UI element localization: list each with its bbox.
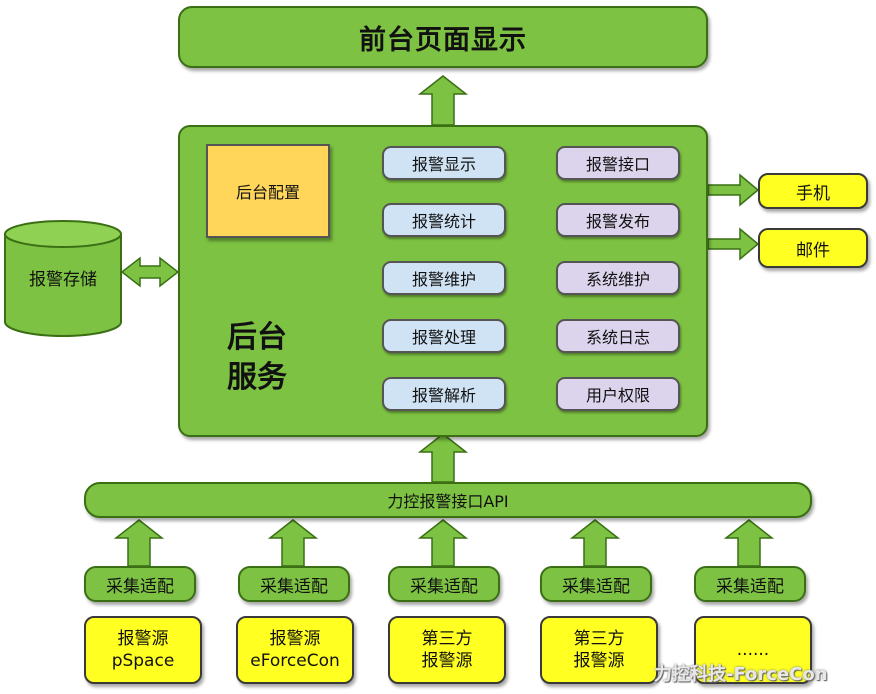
alarm-source-third-party-2: 第三方 报警源 bbox=[540, 616, 658, 684]
backend-title-line2: 服务 bbox=[227, 360, 287, 395]
frontend-display-box: 前台页面显示 bbox=[178, 6, 708, 68]
alarm-source-eforcecon: 报警源 eForceCon bbox=[236, 616, 354, 684]
module-alarm-display: 报警显示 bbox=[382, 146, 506, 180]
alarm-source-more: ...... bbox=[694, 616, 812, 684]
module-alarm-processing: 报警处理 bbox=[382, 319, 506, 353]
arrow-storage-backend bbox=[120, 256, 180, 288]
backend-service-title: 后台 服务 bbox=[212, 318, 302, 398]
source-3-line1: 第三方 bbox=[421, 629, 473, 649]
collection-adapter-1: 采集适配 bbox=[84, 566, 196, 602]
source-5-line1: ...... bbox=[736, 640, 770, 660]
arrow-adapter-4 bbox=[569, 519, 621, 567]
output-email: 邮件 bbox=[758, 228, 868, 268]
arrow-api-to-backend bbox=[417, 433, 469, 483]
alarm-api-bar: 力控报警接口API bbox=[84, 482, 812, 518]
watermark: 力控科技-ForceCon bbox=[654, 660, 828, 686]
output-email-label: 邮件 bbox=[796, 240, 830, 261]
source-4-line2: 报警源 bbox=[573, 651, 625, 671]
collection-adapter-2: 采集适配 bbox=[238, 566, 350, 602]
arrow-to-phone bbox=[707, 173, 760, 207]
module-alarm-publish: 报警发布 bbox=[556, 203, 680, 237]
arrow-backend-to-frontend bbox=[417, 75, 469, 126]
source-1-line1: 报警源 bbox=[117, 629, 169, 649]
output-phone: 手机 bbox=[758, 173, 868, 209]
collection-adapter-3: 采集适配 bbox=[388, 566, 500, 602]
arrow-adapter-5 bbox=[723, 519, 775, 567]
module-user-permissions: 用户权限 bbox=[556, 377, 680, 411]
backend-config-label: 后台配置 bbox=[235, 183, 300, 202]
module-system-maintenance: 系统维护 bbox=[556, 261, 680, 295]
source-4-line1: 第三方 bbox=[573, 629, 625, 649]
collection-adapter-4: 采集适配 bbox=[540, 566, 652, 602]
backend-title-line1: 后台 bbox=[227, 320, 287, 355]
storage-cylinder bbox=[4, 220, 122, 337]
arrow-to-email bbox=[707, 227, 760, 261]
module-alarm-maintenance: 报警维护 bbox=[382, 261, 506, 295]
source-1-line2: pSpace bbox=[111, 651, 175, 671]
module-alarm-statistics: 报警统计 bbox=[382, 203, 506, 237]
source-3-line2: 报警源 bbox=[421, 651, 473, 671]
module-alarm-interface: 报警接口 bbox=[556, 146, 680, 180]
alarm-source-third-party-1: 第三方 报警源 bbox=[388, 616, 506, 684]
arrow-adapter-3 bbox=[417, 519, 469, 567]
alarm-source-pspace: 报警源 pSpace bbox=[84, 616, 202, 684]
arrow-adapter-1 bbox=[113, 519, 165, 567]
watermark-text: 力控科技-ForceCon bbox=[654, 664, 828, 685]
module-system-log: 系统日志 bbox=[556, 319, 680, 353]
arrow-adapter-2 bbox=[267, 519, 319, 567]
backend-config-box: 后台配置 bbox=[206, 144, 330, 238]
source-2-line1: 报警源 bbox=[269, 629, 321, 649]
frontend-label: 前台页面显示 bbox=[359, 24, 527, 56]
collection-adapter-5: 采集适配 bbox=[694, 566, 806, 602]
source-2-line2: eForceCon bbox=[250, 651, 340, 671]
alarm-api-label: 力控报警接口API bbox=[387, 492, 509, 511]
output-phone-label: 手机 bbox=[796, 183, 830, 204]
storage-label: 报警存储 bbox=[29, 269, 97, 290]
module-alarm-parsing: 报警解析 bbox=[382, 377, 506, 411]
